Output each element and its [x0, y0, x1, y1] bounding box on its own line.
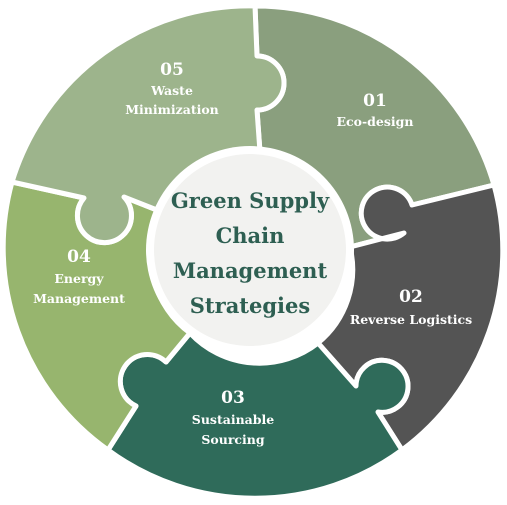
center-title-line-2: Chain: [216, 223, 285, 248]
segment-03-label-line-2: Sourcing: [201, 432, 264, 447]
segment-05-label-line-2: Minimization: [125, 102, 219, 117]
center-title-line-4: Strategies: [190, 293, 310, 318]
segment-02-label: Reverse Logistics: [350, 312, 472, 327]
segment-02-number: 02: [399, 287, 423, 307]
segment-04-number: 04: [67, 247, 91, 267]
segment-03-number: 03: [221, 388, 245, 408]
segment-04-label-line-1: Energy: [54, 271, 104, 286]
center-disc: [154, 154, 346, 346]
segment-03-label-line-1: Sustainable: [192, 412, 274, 427]
center-title-line-1: Green Supply: [171, 188, 330, 213]
segment-03: 03 Sustainable Sourcing: [105, 330, 411, 501]
segment-05-label-line-1: Waste: [150, 83, 193, 98]
segment-05-number: 05: [160, 60, 184, 80]
segment-04: 04 Energy Management: [0, 179, 193, 453]
segment-01-label: Eco-design: [337, 114, 414, 129]
center-hub: Green Supply Chain Management Strategies: [146, 146, 354, 354]
segment-01-number: 01: [363, 91, 387, 111]
center-title-line-3: Management: [173, 258, 328, 283]
segment-04-label-line-2: Management: [33, 291, 125, 306]
